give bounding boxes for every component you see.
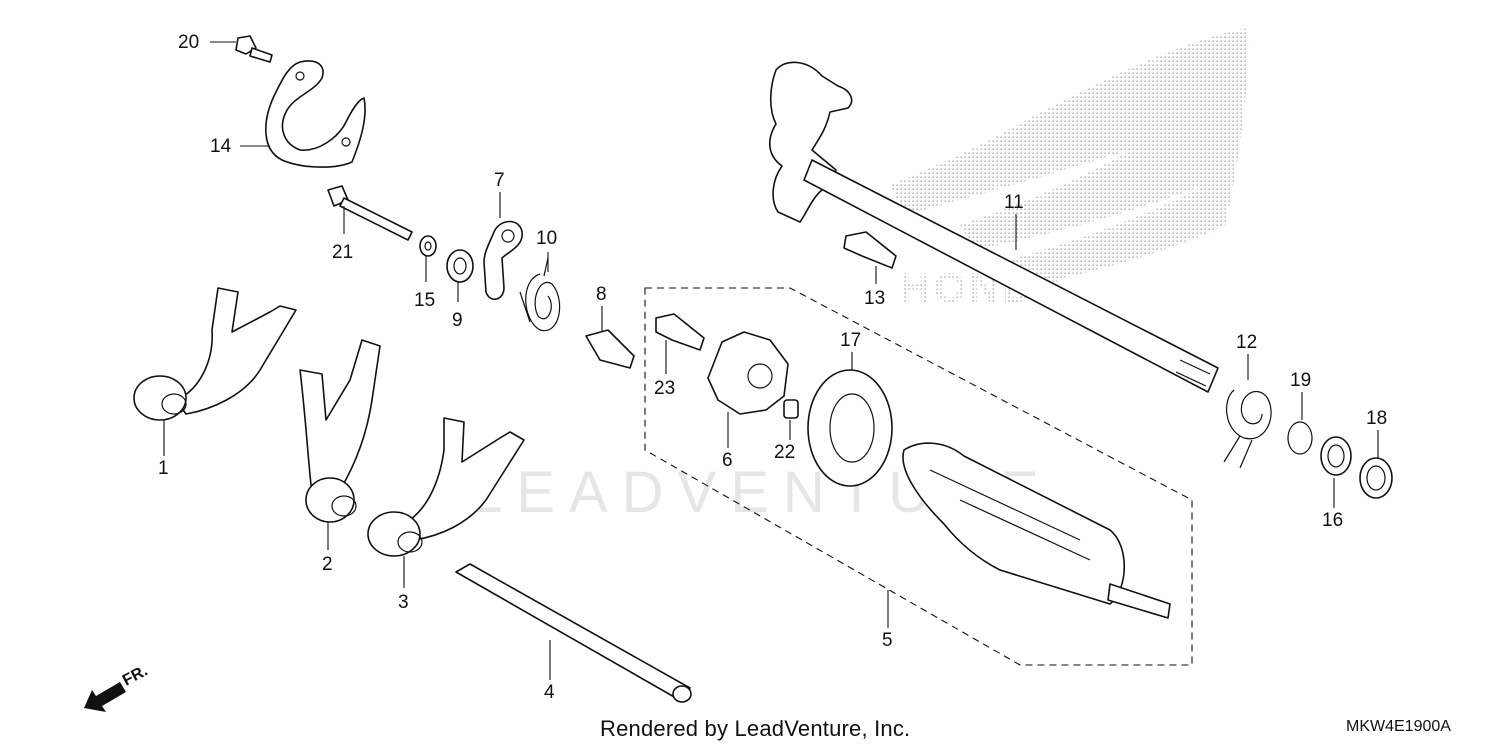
part-8-pin <box>585 329 635 369</box>
honda-wing-watermark: HONDA <box>890 28 1249 311</box>
callout-1: 1 <box>158 458 169 479</box>
callout-3: 3 <box>398 592 409 613</box>
front-arrow-icon: FR. <box>84 662 151 712</box>
callout-16: 16 <box>1322 510 1343 531</box>
part-3-shift-fork <box>367 417 525 557</box>
part-11-shift-spindle <box>769 61 1219 393</box>
part-5-shift-drum <box>902 442 1171 619</box>
part-7-stopper-arm <box>483 220 523 300</box>
callout-9: 9 <box>452 310 463 331</box>
part-20-bolt <box>235 35 273 63</box>
part-12-spring <box>1223 389 1272 469</box>
callout-14: 14 <box>210 136 232 157</box>
callout-21: 21 <box>332 242 353 263</box>
callout-19: 19 <box>1290 370 1311 391</box>
callout-6: 6 <box>722 450 733 471</box>
callout-22: 22 <box>774 442 795 463</box>
part-18-seal <box>1359 457 1393 499</box>
callout-13: 13 <box>864 288 885 309</box>
callout-8: 8 <box>596 284 607 305</box>
part-21-bolt <box>327 185 413 241</box>
part-22-pin <box>783 399 799 419</box>
part-19-circlip <box>1287 421 1313 455</box>
part-14-bracket <box>265 60 366 168</box>
leader-lines <box>163 41 1379 680</box>
part-13-bolt <box>843 231 897 269</box>
part-23-bolt <box>655 313 705 351</box>
callout-numbers: 20 14 21 15 9 7 10 8 11 13 17 12 19 18 1… <box>158 32 1387 703</box>
rendered-by-credit: Rendered by LeadVenture, Inc. <box>600 716 911 741</box>
part-17-bearing <box>807 369 893 487</box>
callout-2: 2 <box>322 554 333 575</box>
callout-4: 4 <box>544 682 555 703</box>
part-10-spring <box>519 257 561 332</box>
callout-10: 10 <box>536 228 557 249</box>
callout-18: 18 <box>1366 408 1387 429</box>
callout-23: 23 <box>654 378 675 399</box>
part-15-washer <box>419 235 437 257</box>
diagram-code: MKW4E1900A <box>1346 718 1451 735</box>
callout-7: 7 <box>494 170 505 191</box>
front-indicator-label: FR. <box>120 662 151 689</box>
callout-15: 15 <box>414 290 435 311</box>
part-1-shift-fork <box>133 287 297 421</box>
assembly-outline-5 <box>644 287 1193 666</box>
part-16-washer <box>1320 436 1352 476</box>
part-6-drum-center <box>707 331 789 415</box>
callout-17: 17 <box>840 330 861 351</box>
part-2-shift-fork <box>299 339 381 523</box>
callout-11: 11 <box>1004 192 1024 213</box>
callout-12: 12 <box>1236 332 1257 353</box>
part-4-fork-shaft <box>455 563 692 703</box>
callout-20: 20 <box>178 32 199 53</box>
callout-5: 5 <box>882 630 893 651</box>
part-9-washer <box>446 249 474 283</box>
